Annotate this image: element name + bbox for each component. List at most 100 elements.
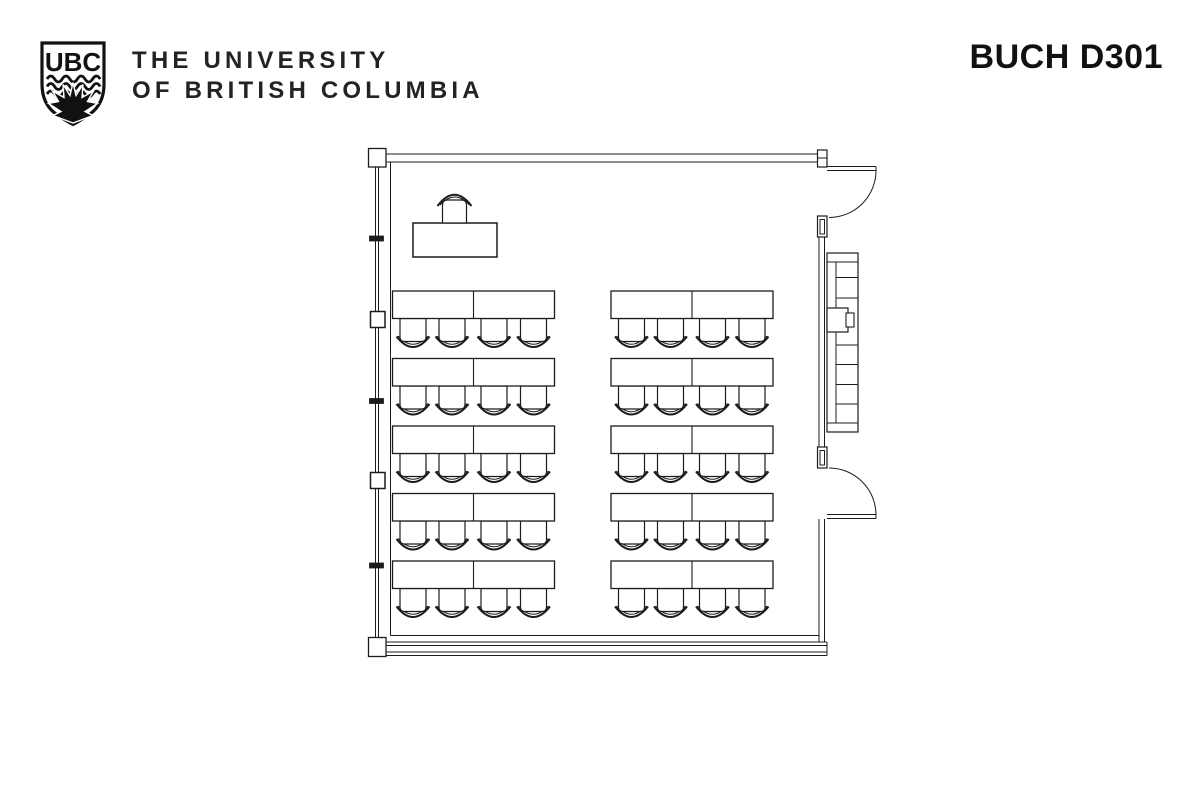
table-row	[391, 492, 556, 551]
student-chair	[476, 385, 512, 416]
student-chair	[516, 452, 551, 483]
student-chair	[434, 317, 470, 348]
chair-seat	[438, 452, 466, 478]
window-wall	[367, 147, 391, 658]
chair-seat	[480, 452, 508, 478]
door-swing-arc	[828, 467, 877, 515]
room-code: BUCH D301	[969, 38, 1163, 76]
mullion-tick	[369, 562, 384, 569]
student-chair	[476, 587, 512, 618]
student-chair	[476, 520, 512, 551]
student-chair	[653, 452, 688, 483]
chair-seat	[656, 317, 685, 343]
chair-seat	[738, 452, 766, 478]
chair-seat	[738, 317, 766, 343]
table-row	[610, 290, 774, 348]
university-name: THE UNIVERSITY OF BRITISH COLUMBIA	[132, 46, 484, 106]
chair-seat	[399, 587, 427, 613]
student-chair	[653, 385, 688, 416]
chair-seat	[656, 385, 685, 410]
table-row	[610, 492, 774, 551]
chair-seat	[480, 317, 508, 343]
student-chair	[395, 587, 431, 618]
student-chair	[695, 520, 730, 551]
student-chair	[614, 317, 649, 348]
floor-plan	[367, 147, 877, 658]
chair-seat	[617, 520, 646, 545]
chair-seat	[698, 385, 727, 410]
student-chair	[653, 520, 688, 551]
student-chair	[614, 452, 649, 483]
chair-seat	[399, 317, 427, 343]
chair-seat	[519, 587, 548, 613]
student-chair	[516, 520, 551, 551]
university-name-line2: OF BRITISH COLUMBIA	[132, 77, 484, 104]
chair-seat	[698, 587, 727, 613]
student-chair	[695, 317, 730, 348]
chair-seat	[438, 587, 466, 613]
student-chair	[516, 587, 551, 618]
table-row	[391, 290, 556, 348]
student-chair	[695, 452, 730, 483]
door-swing-arc	[828, 170, 877, 218]
student-chair	[653, 317, 688, 348]
instructor-station	[412, 193, 498, 258]
student-chair	[434, 385, 470, 416]
student-chair	[734, 587, 770, 618]
chair-seat	[480, 587, 508, 613]
student-chair	[434, 587, 470, 618]
student-chair	[734, 520, 770, 551]
student-chair	[395, 520, 431, 551]
chair-seat	[399, 452, 427, 478]
chair-seat	[617, 317, 646, 343]
student-chair	[434, 520, 470, 551]
chair-seat	[656, 520, 685, 545]
chair-seat	[519, 452, 548, 478]
chair-seat	[738, 385, 766, 410]
ubc-logo: UBC	[40, 41, 106, 127]
page-header-brand: UBC THE UNIVERSITY OF BRITISH COLUMBIA	[38, 40, 484, 128]
chair-seat	[617, 452, 646, 478]
chair-seat	[399, 520, 427, 545]
chair-seat	[698, 317, 727, 343]
seating	[391, 290, 774, 618]
student-chair	[695, 587, 730, 618]
student-chair	[734, 452, 770, 483]
student-chair	[614, 520, 649, 551]
chair-seat	[438, 520, 466, 545]
instructor-chair	[441, 199, 468, 224]
chair-seat	[519, 385, 548, 410]
chair-seat	[698, 520, 727, 545]
chair-seat	[656, 452, 685, 478]
mullion-block	[369, 310, 386, 329]
table-row	[391, 560, 556, 618]
mullion-tick	[369, 398, 384, 404]
table-row	[391, 425, 556, 483]
instructor-desk	[412, 222, 498, 258]
chair-seat	[438, 385, 466, 410]
chair-seat	[480, 385, 508, 410]
table-row	[391, 357, 556, 416]
crest-sunburst	[46, 82, 100, 124]
student-chair	[614, 385, 649, 416]
student-chair	[695, 385, 730, 416]
table-row	[610, 425, 774, 483]
chair-seat	[519, 317, 548, 343]
student-chair	[395, 385, 431, 416]
crest-text: UBC	[45, 47, 102, 77]
chair-seat	[656, 587, 685, 613]
chair-seat	[480, 520, 508, 545]
chair-seat	[738, 587, 766, 613]
student-chair	[476, 452, 512, 483]
student-chair	[734, 385, 770, 416]
chair-seat	[617, 385, 646, 410]
student-chair	[516, 385, 551, 416]
chair-seat	[399, 385, 427, 410]
university-name-line1: THE UNIVERSITY	[132, 47, 390, 74]
mullion-tick	[369, 235, 384, 242]
table-row	[610, 560, 774, 618]
cabinet	[826, 252, 859, 433]
student-chair	[614, 587, 649, 618]
student-chair	[653, 587, 688, 618]
chair-seat	[738, 520, 766, 545]
